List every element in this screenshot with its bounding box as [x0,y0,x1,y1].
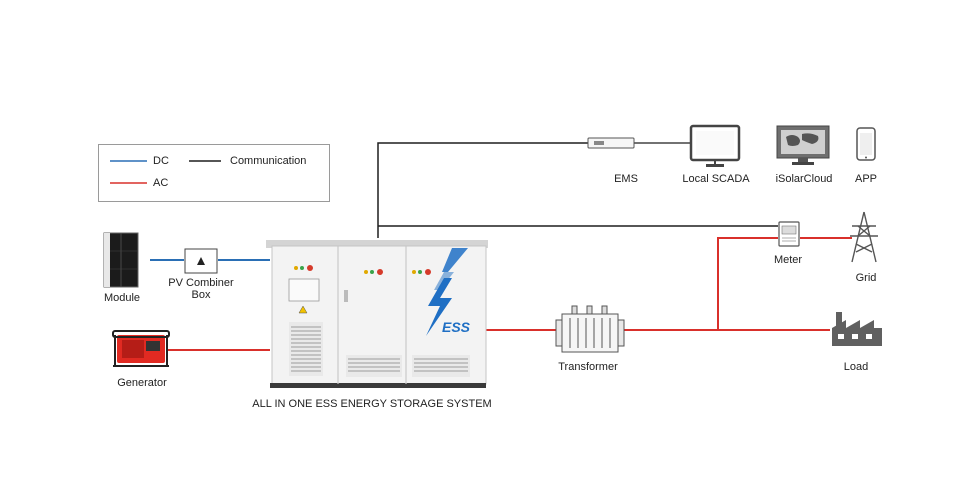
legend-swatches [110,160,221,184]
grid-tower-icon [850,211,878,263]
ess-system-label: ALL IN ONE ESS ENERGY STORAGE SYSTEM [252,398,492,410]
app-label: APP [854,173,877,185]
phone-icon [856,127,876,161]
legend: DC AC Communication [98,144,330,202]
legend-comm-label: Communication [230,155,307,167]
generator-icon [112,330,170,367]
factory-icon [832,312,882,346]
isolarcloud-label: iSolarCloud [775,173,833,185]
ems-device-icon [587,137,635,149]
generator-label: Generator [117,377,167,389]
module-label: Module [103,292,141,304]
monitor-icon [689,124,741,167]
ems-label: EMS [614,173,638,185]
meter-label: Meter [773,254,803,266]
grid-label: Grid [855,272,877,284]
combiner-box-icon [184,248,218,274]
ess-cabinet [266,240,488,388]
lightning-bolt-icon [426,278,452,336]
pv-combiner-label-line2: Box [191,289,211,301]
pv-combiner-label-line1: PV Combiner [168,277,234,289]
cloud-monitor-icon [776,125,830,165]
legend-ac-label: AC [153,177,169,189]
legend-dc-label: DC [153,155,169,167]
ac-line-meter [717,237,778,330]
load-label: Load [843,361,869,373]
local-scada-label: Local SCADA [682,173,750,185]
transformer-icon [555,305,625,353]
transformer-label: Transformer [558,361,618,373]
meter-icon [778,221,800,247]
ess-cabinet-logo: ESS [442,319,471,335]
comm-line-ems [377,142,588,238]
solar-module-icon [103,232,139,288]
